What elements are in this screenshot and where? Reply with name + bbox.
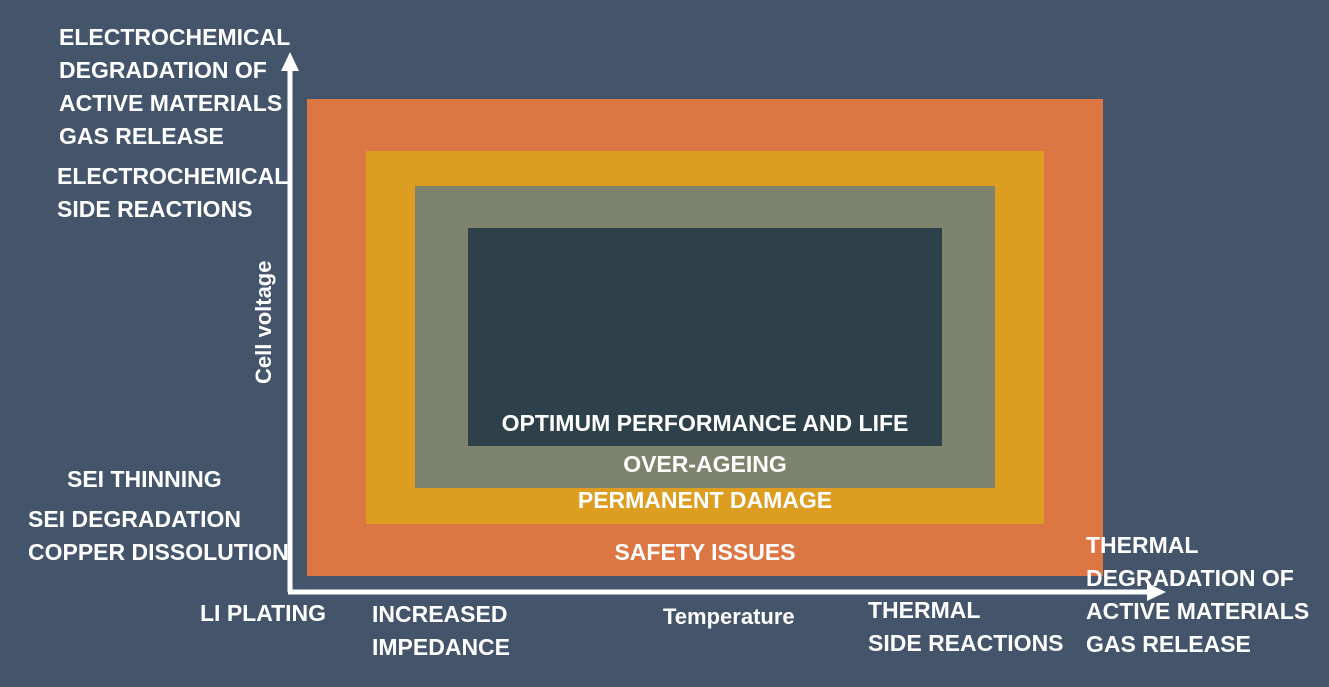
optimum-label: OPTIMUM PERFORMANCE AND LIFE <box>501 410 909 436</box>
y-axis-title: Cell voltage <box>251 260 276 384</box>
y-high-degradation-label: ELECTROCHEMICAL DEGRADATION OF ACTIVE MA… <box>59 24 291 149</box>
li-plating-label: LI PLATING <box>200 600 327 626</box>
y-high-side-reactions-label: ELECTROCHEMICAL SIDE REACTIONS <box>57 163 289 222</box>
y-axis-arrowhead <box>281 52 299 71</box>
sei-thinning-label: SEI THINNING <box>67 466 222 492</box>
over-ageing-label: OVER-AGEING <box>623 451 787 477</box>
increased-impedance-label: INCREASED IMPEDANCE <box>372 601 511 660</box>
thermal-degradation-label: THERMAL DEGRADATION OF ACTIVE MATERIALS … <box>1086 532 1310 657</box>
optimum-zone: OPTIMUM PERFORMANCE AND LIFE <box>468 228 942 446</box>
permanent-damage-label: PERMANENT DAMAGE <box>577 487 833 513</box>
x-axis-arrowhead <box>1147 583 1166 601</box>
safety-issues-label: SAFETY ISSUES <box>614 539 796 565</box>
x-axis-title: Temperature <box>663 604 795 629</box>
thermal-side-reactions-label: THERMAL SIDE REACTIONS <box>868 597 1064 656</box>
sei-degradation-label: SEI DEGRADATION COPPER DISSOLUTION <box>28 506 289 565</box>
